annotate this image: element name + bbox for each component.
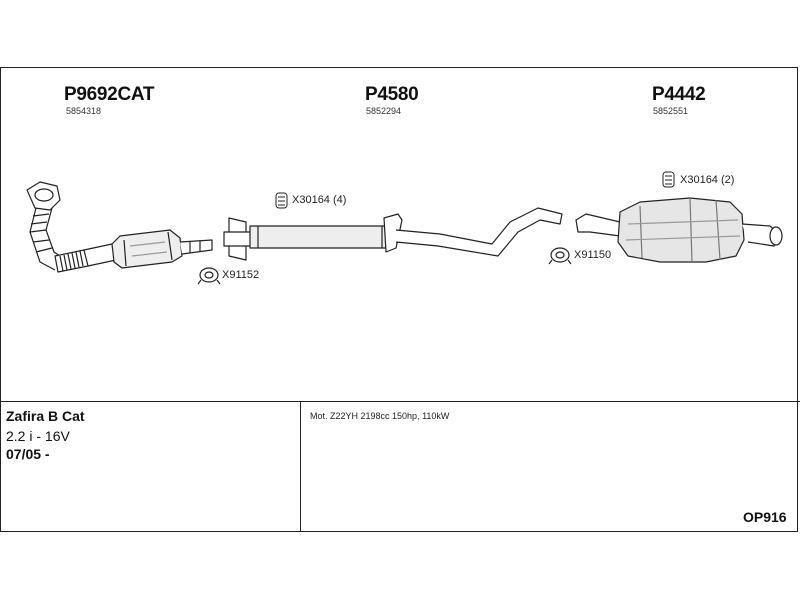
vehicle-engine: 2.2 i - 16V xyxy=(6,428,70,444)
part-number-rear-silencer: P4442 xyxy=(652,84,706,105)
clamp-icon xyxy=(662,171,675,188)
front-flange xyxy=(26,181,61,211)
oem-number-catalyst: 5854318 xyxy=(66,106,102,116)
oem-number-rear-silencer: 5852551 xyxy=(653,106,689,116)
seal-ring-icon xyxy=(548,247,572,265)
vehicle-years: 07/05 - xyxy=(6,446,50,462)
middle-inlet-bracket xyxy=(223,217,253,261)
ring-label-front: X91152 xyxy=(222,269,260,281)
flex-section xyxy=(54,249,89,273)
connecting-pipe xyxy=(395,207,563,257)
catalyst-outlet-pipe xyxy=(179,239,213,255)
vehicle-model: Zafira B Cat xyxy=(6,408,85,424)
seal-ring-icon xyxy=(197,267,221,285)
diagram-code: OP916 xyxy=(743,509,787,525)
ring-label-rear: X91150 xyxy=(574,249,612,261)
diagram-frame xyxy=(0,67,798,532)
catalyst-outlet-rings xyxy=(189,241,201,253)
engine-info: Mot. Z22YH 2198cc 150hp, 110kW xyxy=(310,411,450,421)
clamp-label-rear: X30164 (2) xyxy=(680,174,735,186)
clamp-label-middle: X30164 (4) xyxy=(292,194,347,206)
downpipe xyxy=(29,207,61,271)
middle-silencer xyxy=(249,213,403,253)
part-number-middle-silencer: P4580 xyxy=(365,84,419,105)
part-number-catalyst: P9692CAT xyxy=(64,84,155,105)
front-pipe xyxy=(83,243,117,267)
info-column-divider xyxy=(300,401,301,532)
oem-number-middle-silencer: 5852294 xyxy=(366,106,402,116)
clamp-icon xyxy=(275,192,288,209)
rear-silencer xyxy=(575,197,783,263)
info-divider xyxy=(0,401,800,402)
catalytic-converter xyxy=(111,229,183,269)
